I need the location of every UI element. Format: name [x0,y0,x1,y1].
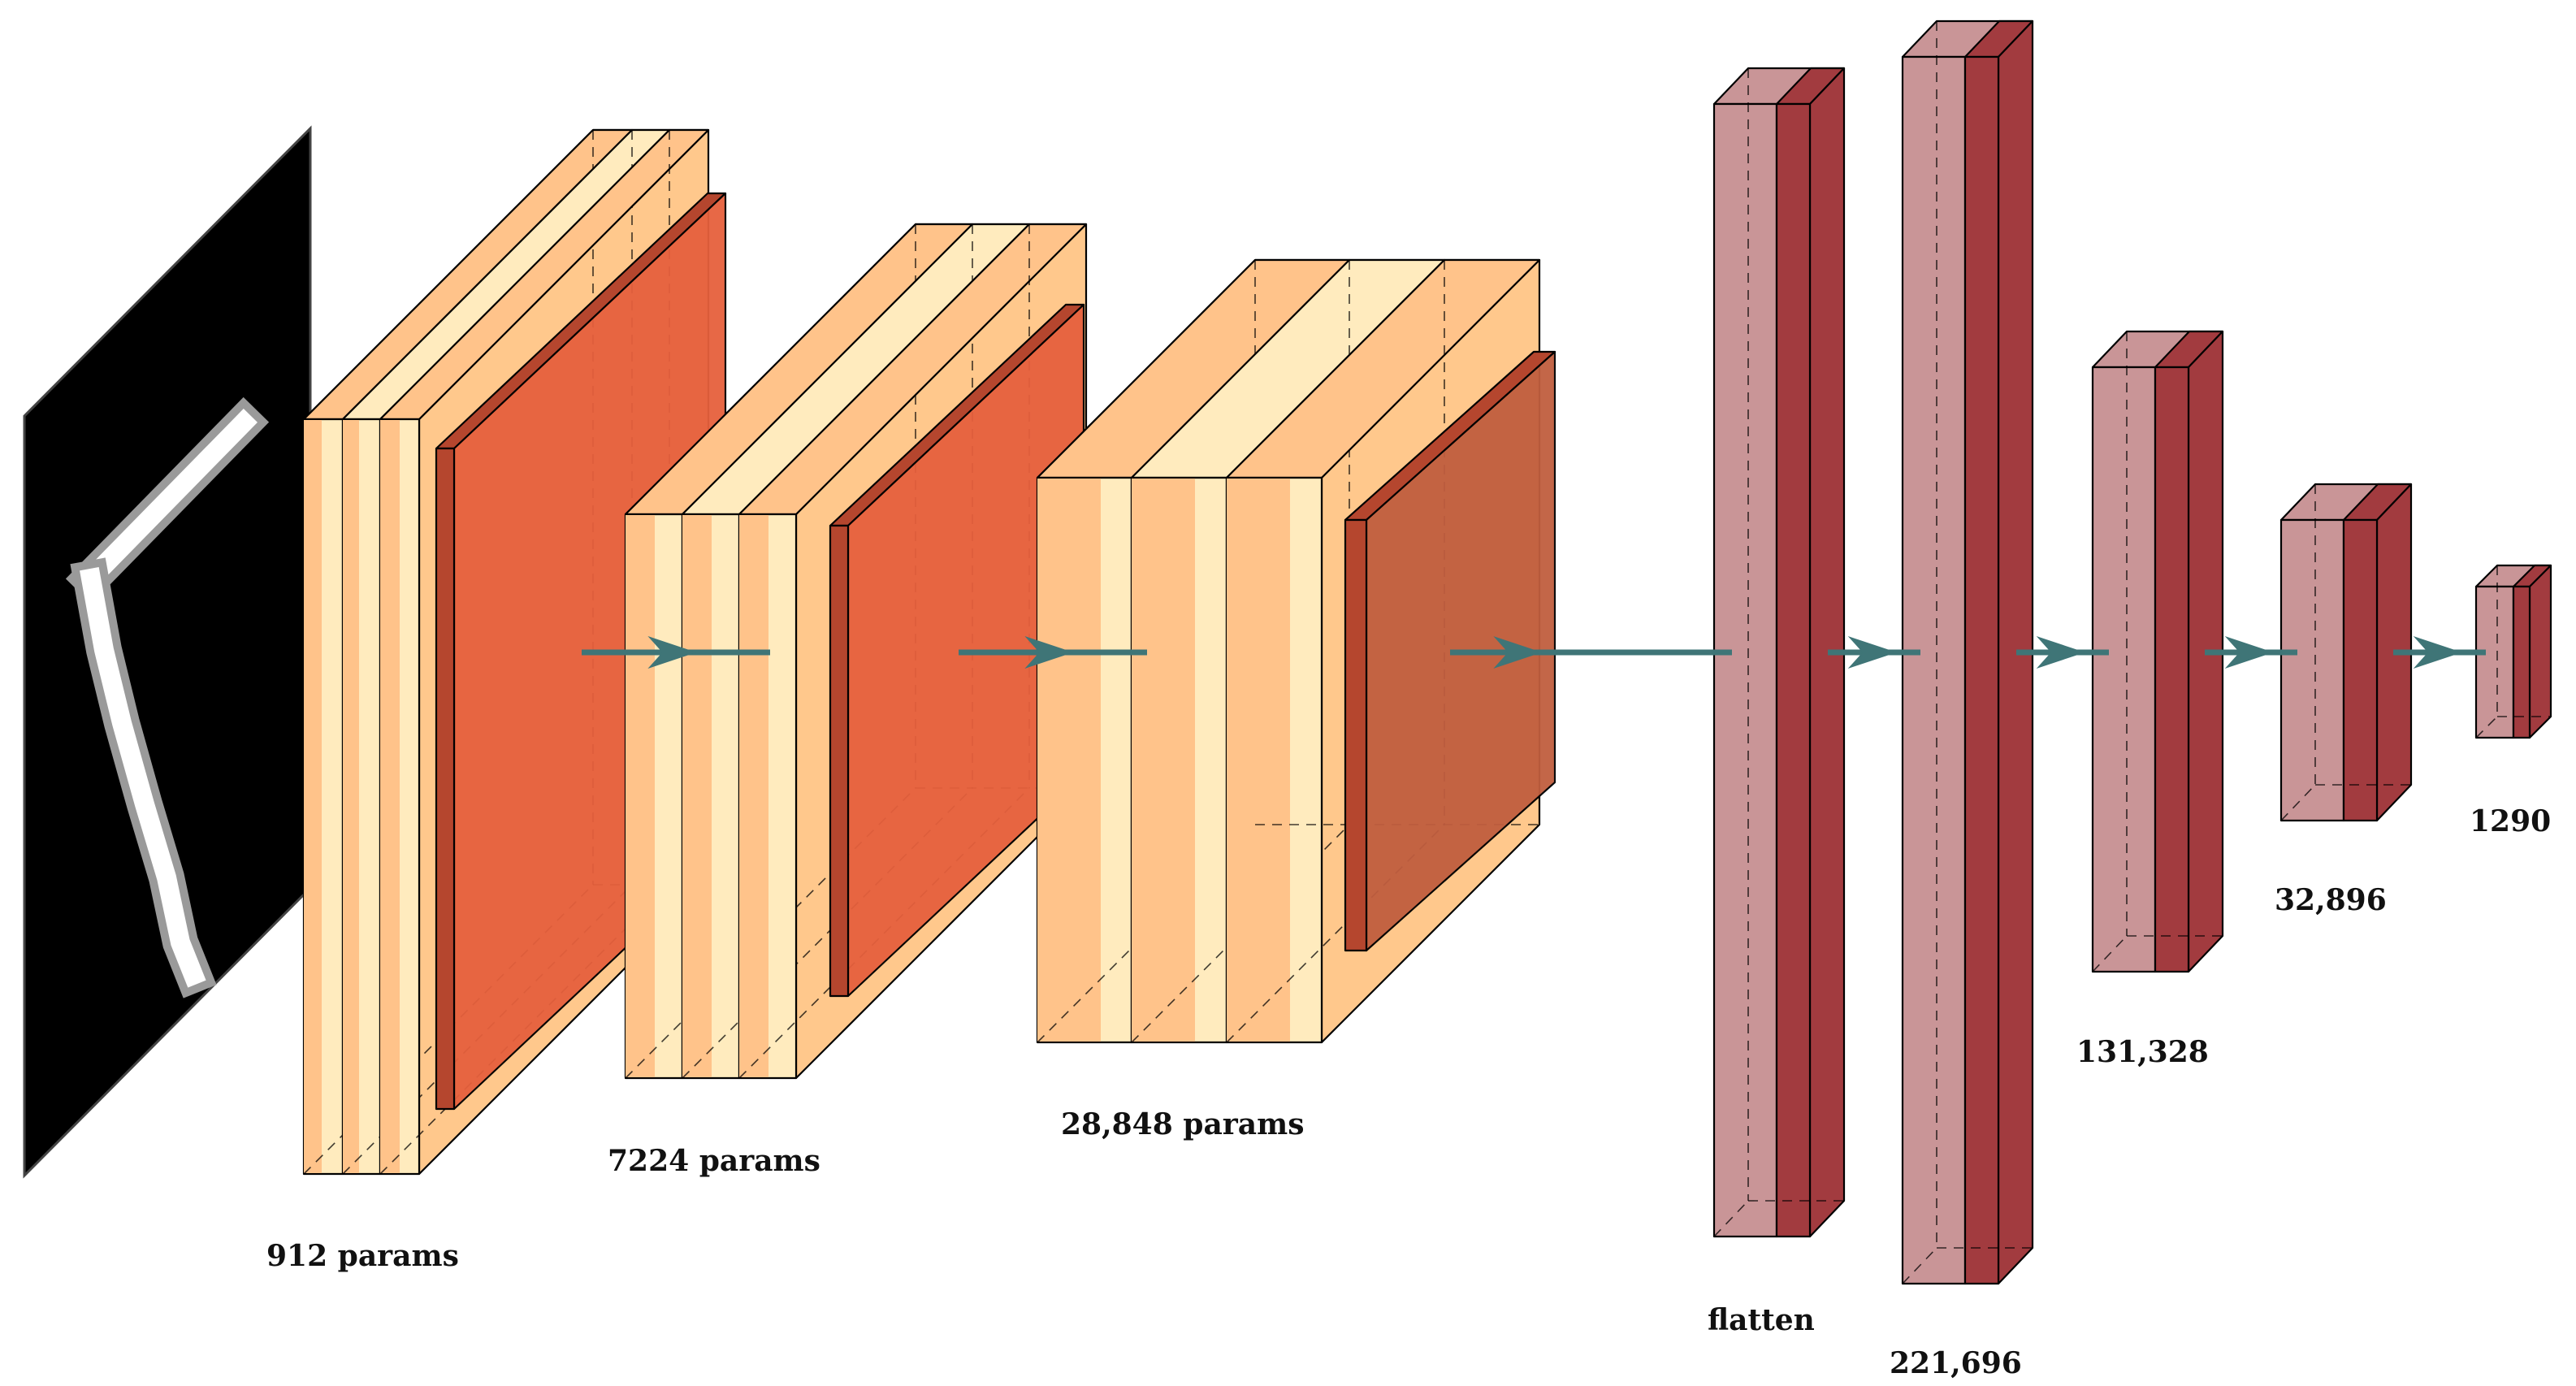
fc1-params-label: 221,696 [1890,1346,2022,1380]
fc-layer-3 [2279,483,2413,822]
conv-block-3 [1036,258,1556,1044]
handwritten-digit-icon [65,396,270,998]
fc-layer-4 [2474,564,2552,739]
conv2-params-label: 7224 params [608,1144,820,1178]
fc3-params-label: 32,896 [2275,883,2387,917]
fc4-params-label: 1290 [2470,804,2551,838]
conv3-params-label: 28,848 params [1061,1107,1304,1141]
conv1-params-label: 912 params [266,1239,459,1273]
conv-block-2 [624,223,1088,1080]
fc-layer-2 [2091,330,2224,973]
fc-layer-flatten [1712,67,1846,1238]
fc-layer-1 [1901,19,2034,1285]
fc2-params-label: 131,328 [2076,1035,2209,1069]
input-image [23,125,312,1179]
flatten-label: flatten [1708,1303,1815,1337]
